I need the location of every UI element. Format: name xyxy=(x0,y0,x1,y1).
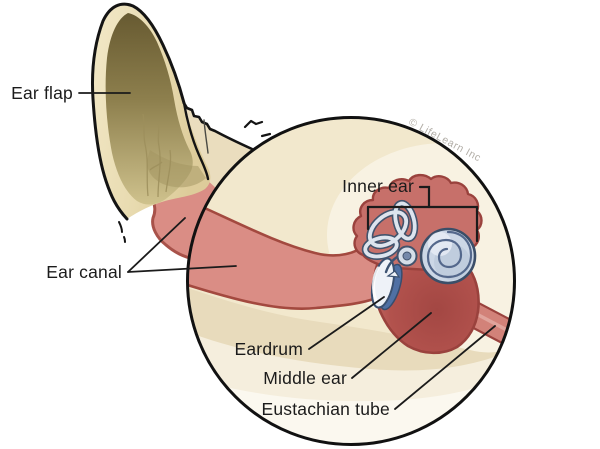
leader-ear-canal-b xyxy=(127,265,237,273)
cochlea xyxy=(419,227,477,285)
ear-veins xyxy=(142,113,172,198)
concha-outline xyxy=(182,101,210,181)
leader-eustachian-tube xyxy=(394,325,496,410)
inner-ear-label: Inner ear xyxy=(342,176,414,196)
semicircular-canals xyxy=(361,199,419,260)
leader-middle-ear xyxy=(351,312,432,379)
leader-lines xyxy=(78,92,496,410)
eustachian-tube-label: Eustachian tube xyxy=(261,399,390,419)
ear-outline xyxy=(91,2,272,243)
ear-canal-label: Ear canal xyxy=(46,262,122,282)
leader-eardrum xyxy=(308,296,385,350)
fur-jagged-edge xyxy=(182,101,254,151)
concha-crease xyxy=(203,119,209,154)
middle-ear-label: Middle ear xyxy=(263,368,347,388)
ear-base-dash-2 xyxy=(123,236,126,243)
ear-flap-label: Ear flap xyxy=(11,83,73,103)
leader-ear-canal-a xyxy=(127,217,186,273)
ear-base-dash-1 xyxy=(118,221,123,233)
fur-dash-2 xyxy=(260,132,272,138)
inner-ear-bracket xyxy=(366,185,479,243)
vestibule xyxy=(396,245,418,267)
magnifier-circle xyxy=(186,116,516,446)
concha-shading xyxy=(146,150,206,188)
eardrum-label: Eardrum xyxy=(234,339,303,359)
fur-dash-1 xyxy=(243,119,264,129)
